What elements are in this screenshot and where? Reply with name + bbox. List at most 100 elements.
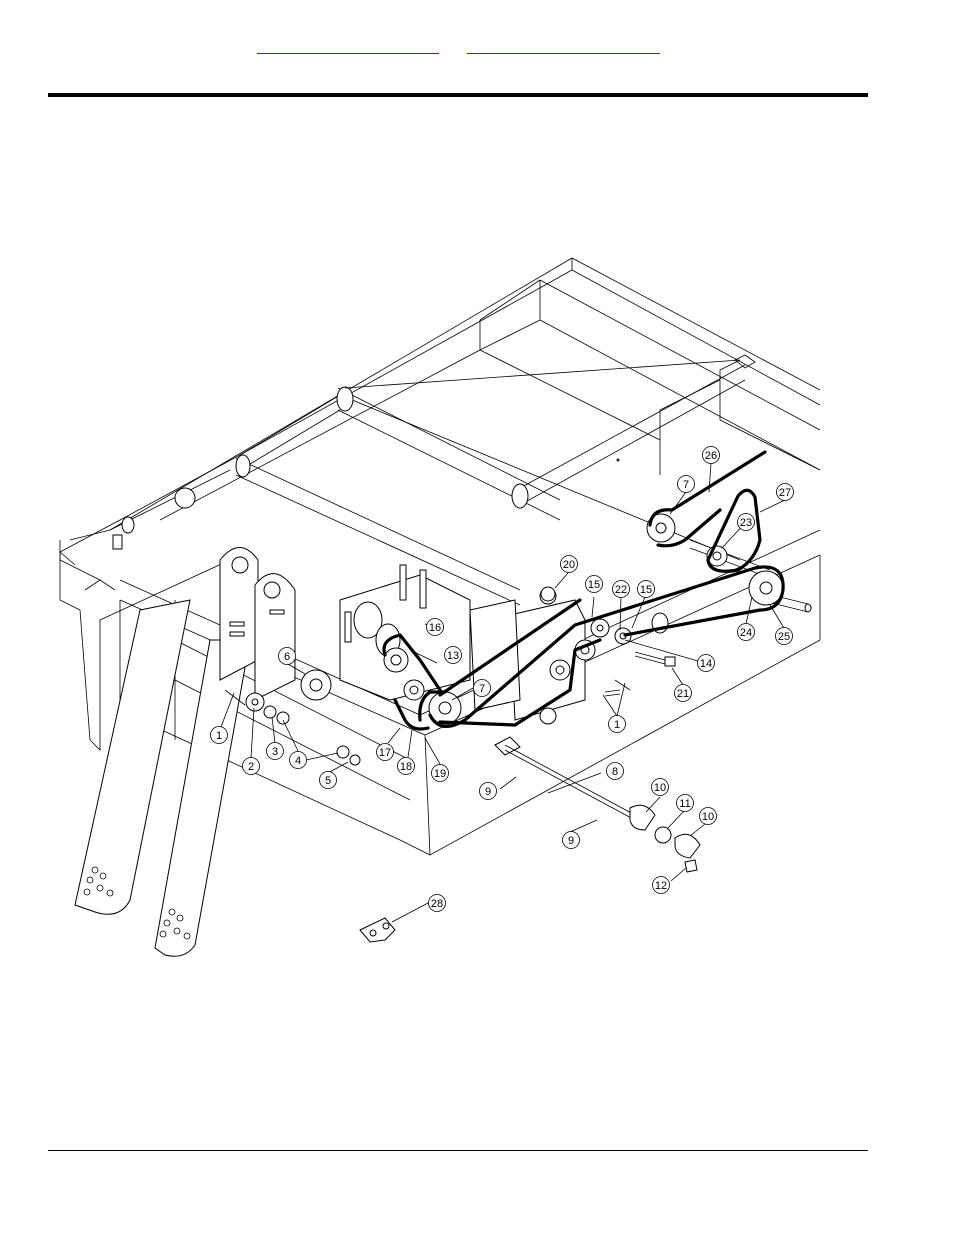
callout-21: 21 [674, 684, 692, 702]
callout-bubble [431, 764, 449, 782]
callout-bubble [674, 684, 692, 702]
callout-9: 9 [562, 831, 580, 849]
callout-28: 28 [428, 894, 446, 912]
callout-bubble [606, 762, 624, 780]
callout-number: 22 [615, 584, 627, 596]
sprockets [224, 513, 784, 943]
callout-bubble [775, 627, 793, 645]
callout-bubble [562, 831, 580, 849]
callout-bubble [637, 580, 655, 598]
callout-6: 6 [278, 647, 296, 665]
drive-chains [382, 450, 785, 731]
callout-27: 27 [776, 483, 794, 501]
callout-10: 10 [699, 807, 717, 825]
callout-8: 8 [606, 762, 624, 780]
callout-bubble [676, 794, 694, 812]
callout-2: 2 [242, 757, 260, 775]
callout-bubble [278, 647, 296, 665]
header-link-right[interactable] [467, 39, 660, 54]
callout-9: 9 [479, 782, 497, 800]
callout-number: 3 [272, 746, 278, 758]
callout-number: 9 [485, 786, 491, 798]
callout-22: 22 [612, 580, 630, 598]
callout-leaders [220, 462, 786, 923]
callout-23: 23 [737, 513, 755, 531]
callout-number: 11 [679, 798, 690, 810]
callout-7: 7 [473, 679, 491, 697]
callout-number: 19 [434, 768, 446, 780]
callout-number: 16 [429, 622, 441, 634]
callout-number: 7 [683, 479, 689, 491]
callout-25: 25 [775, 627, 793, 645]
footer-rule [48, 1150, 868, 1151]
callout-19: 19 [431, 764, 449, 782]
callout-bubble [397, 757, 415, 775]
callout-number: 17 [379, 747, 391, 759]
callout-11: 11 [676, 794, 694, 812]
callout-number: 13 [447, 650, 459, 662]
callout-number: 8 [612, 766, 618, 778]
callout-number: 14 [700, 658, 712, 670]
callout-bubble [697, 654, 715, 672]
callout-bubble [585, 575, 603, 593]
callout-3: 3 [266, 742, 284, 760]
frame-drawing [59, 257, 821, 957]
callout-number: 1 [614, 719, 620, 731]
callout-bubble [473, 679, 491, 697]
header-link-left[interactable] [257, 39, 439, 54]
callout-13: 13 [444, 646, 462, 664]
callout-bubble [612, 580, 630, 598]
callout-bubble [266, 742, 284, 760]
callout-number: 2 [248, 761, 254, 773]
callout-bubble [776, 483, 794, 501]
callout-18: 18 [397, 757, 415, 775]
callout-number: 20 [563, 559, 575, 571]
callout-number: 9 [568, 835, 574, 847]
callout-1: 1 [608, 715, 626, 733]
callout-number: 18 [400, 761, 412, 773]
callout-15: 15 [637, 580, 655, 598]
callout-number: 5 [325, 775, 331, 787]
callout-bubble [376, 743, 394, 761]
callout-26: 26 [702, 446, 720, 464]
callout-number: 10 [654, 782, 666, 794]
callout-bubble [210, 726, 228, 744]
callout-number: 15 [640, 584, 652, 596]
callout-bubble [737, 623, 755, 641]
callout-15: 15 [585, 575, 603, 593]
callout-bubble [479, 782, 497, 800]
callout-number: 15 [588, 579, 600, 591]
callout-bubble [242, 757, 260, 775]
callout-number: 21 [677, 688, 689, 700]
callout-bubble [560, 555, 578, 573]
callout-12: 12 [652, 876, 670, 894]
callout-bubble [428, 894, 446, 912]
callout-5: 5 [319, 771, 337, 789]
callout-number: 7 [479, 683, 485, 695]
callout-bubble [677, 475, 695, 493]
callout-bubble [702, 446, 720, 464]
callout-7: 7 [677, 475, 695, 493]
callout-bubble [652, 876, 670, 894]
header-rule [48, 93, 868, 97]
callout-number: 4 [295, 755, 301, 767]
callout-bubble [444, 646, 462, 664]
callout-number: 6 [284, 651, 290, 663]
callout-17: 17 [376, 743, 394, 761]
callout-number: 24 [740, 627, 752, 639]
callout-10: 10 [651, 778, 669, 796]
callout-bubble [289, 751, 307, 769]
callout-bubble [651, 778, 669, 796]
callout-number: 1 [216, 730, 222, 742]
callout-4: 4 [289, 751, 307, 769]
callout-bubble [737, 513, 755, 531]
callout-number: 25 [778, 631, 790, 643]
callout-number: 27 [779, 487, 791, 499]
callout-number: 10 [702, 811, 714, 823]
callout-number: 28 [431, 898, 443, 910]
callout-number: 23 [740, 517, 752, 529]
callout-number: 26 [705, 450, 717, 462]
callout-16: 16 [426, 618, 444, 636]
